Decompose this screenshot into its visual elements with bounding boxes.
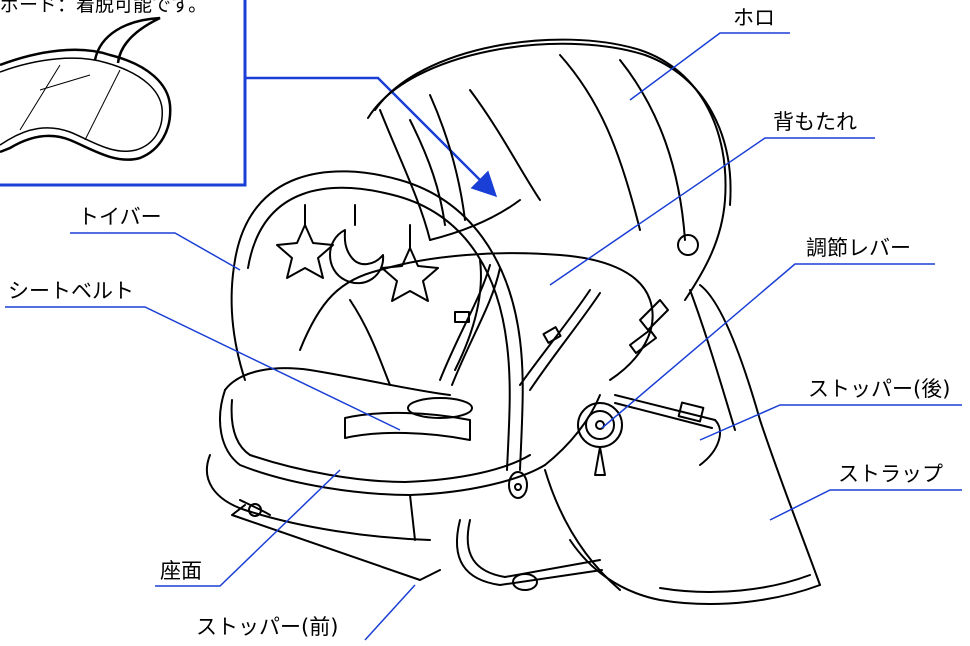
- hanging-toys: [276, 204, 439, 302]
- adjust-lever: [577, 234, 699, 476]
- leader-adjust-lever: [601, 263, 935, 429]
- leader-seat-belt: [5, 306, 401, 431]
- label-backrest: 背もたれ: [773, 110, 857, 134]
- canopy: [367, 38, 732, 301]
- leader-backrest: [549, 137, 875, 286]
- inset-arrow: [245, 76, 498, 198]
- seat-body: [205, 252, 654, 541]
- leader-seat: [155, 469, 341, 587]
- label-adjust-lever: 調節レバー: [806, 236, 911, 260]
- frame: [231, 284, 821, 605]
- label-seat: 座面: [160, 559, 202, 583]
- leader-stopper-rear: [699, 404, 962, 441]
- rear-stopper: [614, 394, 721, 466]
- leader-toy-bar: [70, 232, 241, 271]
- label-seat-belt: シートベルト: [8, 279, 134, 303]
- label-horo: ホロ: [733, 6, 775, 30]
- seat-belt: [344, 264, 601, 441]
- inset-box: [0, 0, 247, 187]
- leader-lines: [5, 32, 962, 641]
- label-stopper-front: ストッパー(前): [196, 615, 339, 639]
- label-stopper-rear: ストッパー(後): [808, 377, 951, 401]
- bouncer-drawing: [205, 38, 821, 605]
- label-toy-bar: トイバー: [78, 205, 162, 229]
- leader-horo: [629, 32, 790, 101]
- label-strap: ストラップ: [838, 462, 943, 486]
- leader-strap: [769, 489, 962, 521]
- leader-stopper-front: [364, 584, 416, 641]
- inset-caption: ボード：着脱可能です。: [0, 0, 208, 16]
- toy-bar: [230, 170, 528, 499]
- tray-illustration: [0, 16, 172, 161]
